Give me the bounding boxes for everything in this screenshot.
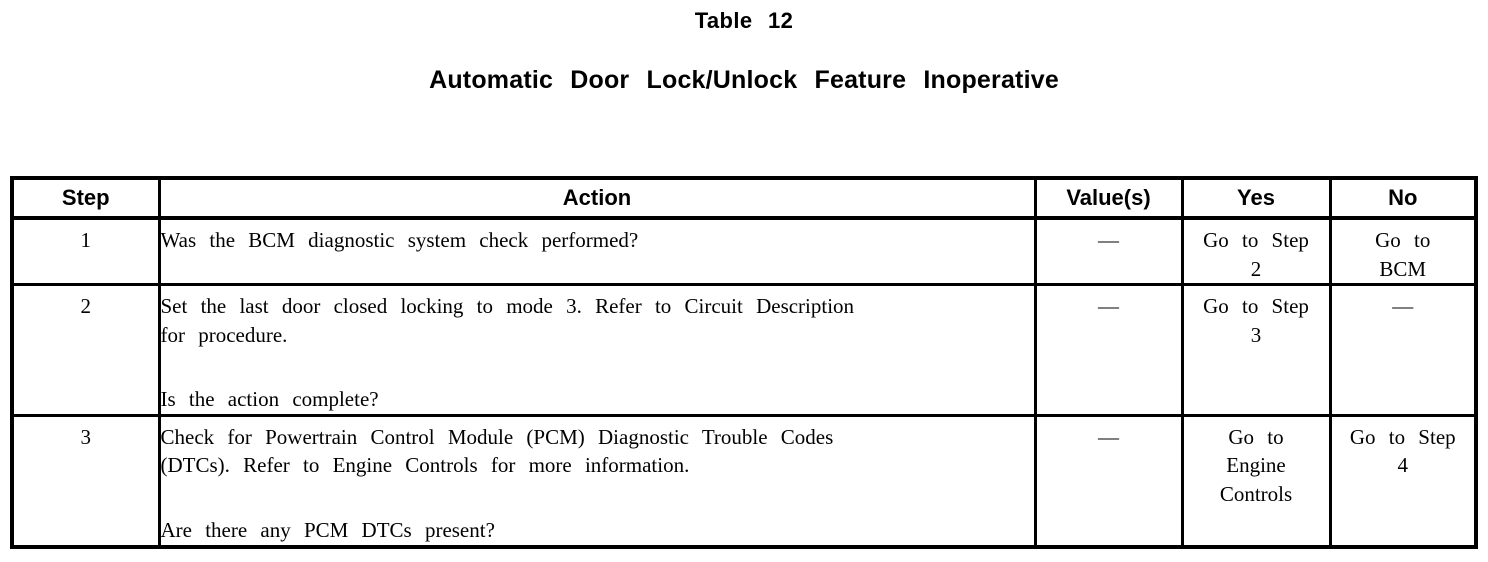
table-header-row: Step Action Value(s) Yes No <box>10 176 1478 220</box>
diagnostic-table: Step Action Value(s) Yes No 1 Was the BC… <box>10 176 1478 550</box>
col-header-action: Action <box>157 176 1037 220</box>
col-header-step: Step <box>10 176 161 220</box>
action-cell: Set the last door closed locking to mode… <box>157 283 1037 417</box>
step-cell: 2 <box>10 283 161 417</box>
col-header-values: Value(s) <box>1033 176 1184 220</box>
action-question: Is the action complete? <box>160 387 379 412</box>
action-text: Check for Powertrain Control Module (PCM… <box>160 424 834 478</box>
action-question: Are there any PCM DTCs present? <box>160 517 495 542</box>
values-cell: — <box>1033 413 1184 549</box>
action-text: Set the last door closed locking to mode… <box>160 294 855 347</box>
yes-cell: Go to Step 3 <box>1180 283 1332 417</box>
values-cell: — <box>1033 216 1184 287</box>
action-cell: Was the BCM diagnostic system check perf… <box>157 216 1037 287</box>
no-cell: Go to Step 4 <box>1328 413 1478 549</box>
values-cell: — <box>1033 283 1184 417</box>
table-subtitle: Automatic Door Lock/Unlock Feature Inope… <box>429 66 1059 94</box>
step-cell: 3 <box>10 413 161 549</box>
col-header-yes: Yes <box>1180 176 1332 220</box>
table-number-title: Table 12 <box>694 8 794 33</box>
table-row: 3 Check for Powertrain Control Module (P… <box>10 413 1478 549</box>
yes-cell: Go to Engine Controls <box>1180 413 1332 549</box>
yes-cell: Go to Step 2 <box>1180 216 1332 287</box>
action-text: Was the BCM diagnostic system check perf… <box>160 228 639 252</box>
action-cell: Check for Powertrain Control Module (PCM… <box>157 413 1037 549</box>
no-cell: Go to BCM <box>1328 216 1478 287</box>
no-cell: — <box>1328 283 1478 417</box>
col-header-no: No <box>1328 176 1478 220</box>
table-row: 2 Set the last door closed locking to mo… <box>10 283 1478 417</box>
step-cell: 1 <box>10 216 161 287</box>
table-row: 1 Was the BCM diagnostic system check pe… <box>10 216 1478 287</box>
